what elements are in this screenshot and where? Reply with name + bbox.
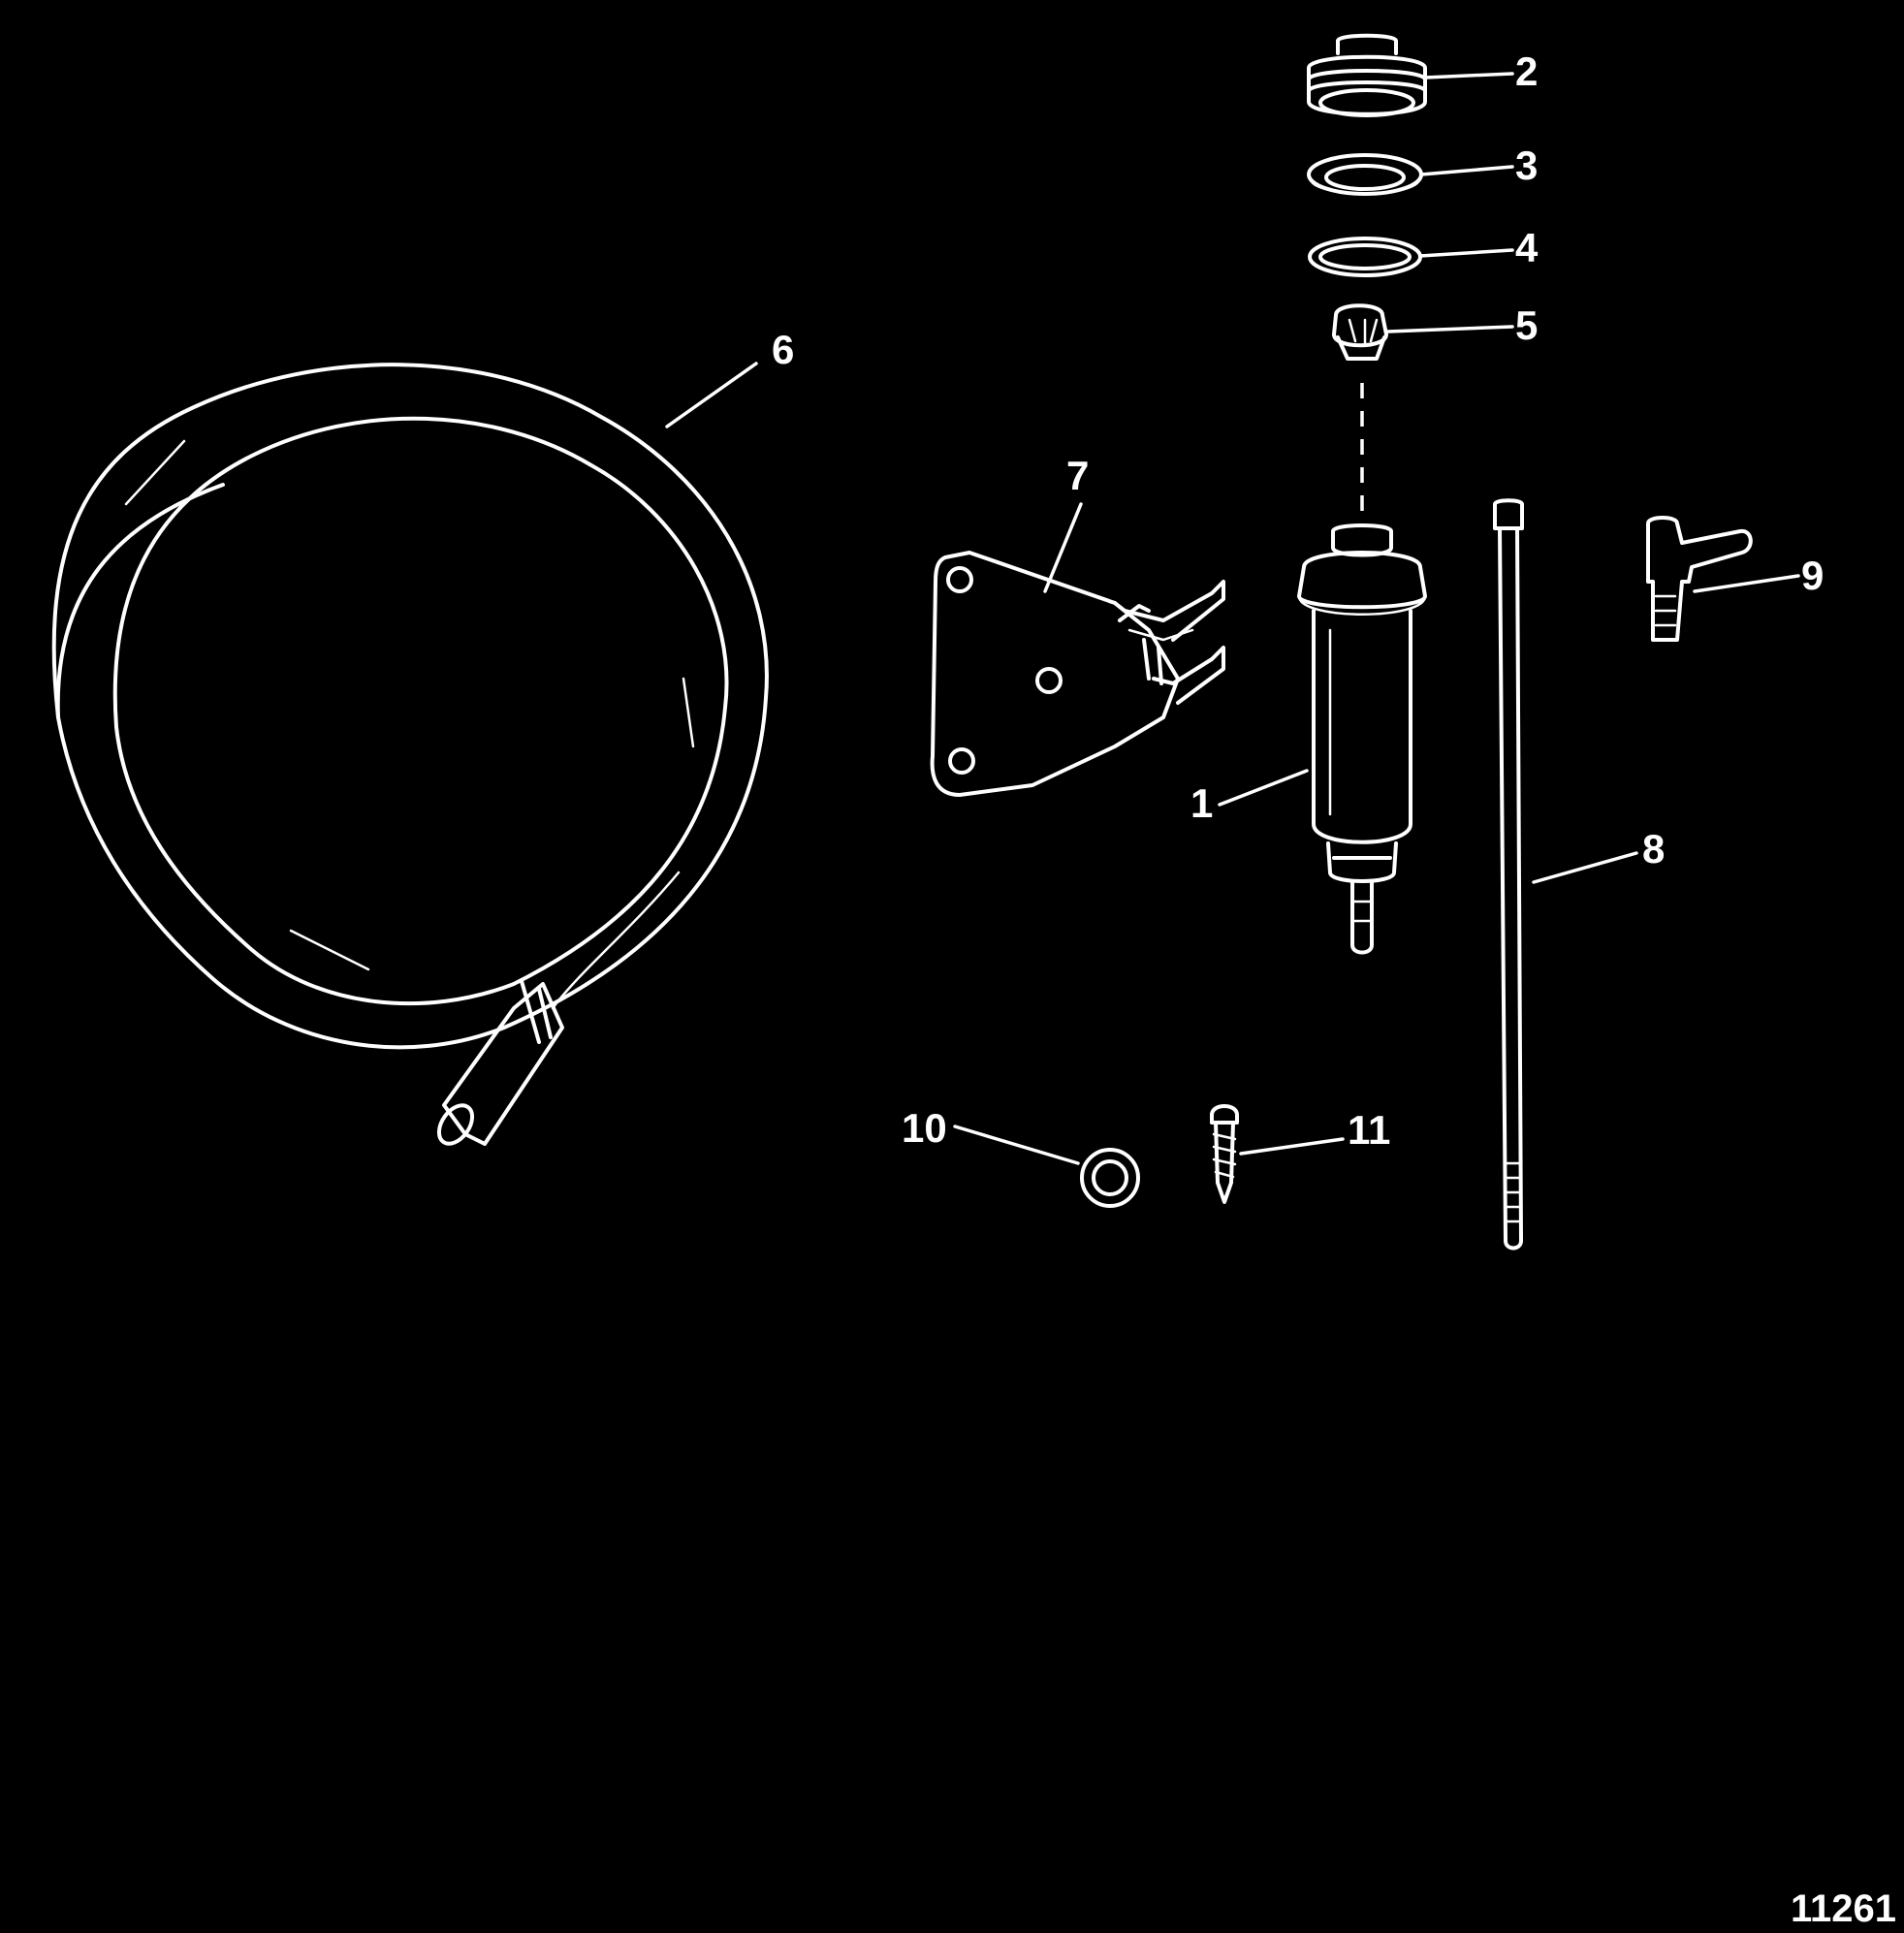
callout-3: 3	[1515, 143, 1538, 188]
leader-line-7	[1043, 502, 1083, 593]
leader-line-10	[953, 1125, 1080, 1165]
grommet-icon	[1332, 303, 1388, 361]
leader-line-3	[1419, 165, 1514, 176]
mounting-bracket-icon	[930, 551, 1225, 797]
leader-line-5	[1386, 325, 1514, 333]
screw-icon	[1210, 1104, 1239, 1204]
callout-5: 5	[1515, 302, 1538, 348]
leader-line-11	[1239, 1137, 1345, 1156]
callout-9: 9	[1801, 553, 1824, 598]
callout-8: 8	[1642, 826, 1665, 871]
figure-number: 11261	[1791, 1887, 1896, 1930]
leader-line-4	[1418, 248, 1514, 258]
filter-cap-icon	[1307, 33, 1427, 117]
washer-icon	[1080, 1148, 1140, 1208]
callout-2: 2	[1515, 48, 1538, 94]
cable-tie-icon	[1493, 498, 1524, 1251]
coiled-hose-icon	[51, 363, 769, 1146]
callout-4: 4	[1515, 225, 1539, 270]
callout-10: 10	[902, 1105, 947, 1151]
callout-7: 7	[1066, 453, 1089, 498]
callout-6: 6	[772, 327, 794, 372]
elbow-fitting-icon	[1646, 516, 1753, 642]
leader-line-9	[1693, 574, 1800, 593]
fuel-filter-icon	[1297, 523, 1427, 955]
callout-11: 11	[1348, 1107, 1390, 1153]
leader-line-8	[1532, 851, 1638, 884]
callout-1: 1	[1190, 780, 1213, 826]
leader-line-6	[665, 362, 758, 428]
leader-line-2	[1423, 72, 1514, 79]
leader-line-1	[1218, 769, 1309, 807]
